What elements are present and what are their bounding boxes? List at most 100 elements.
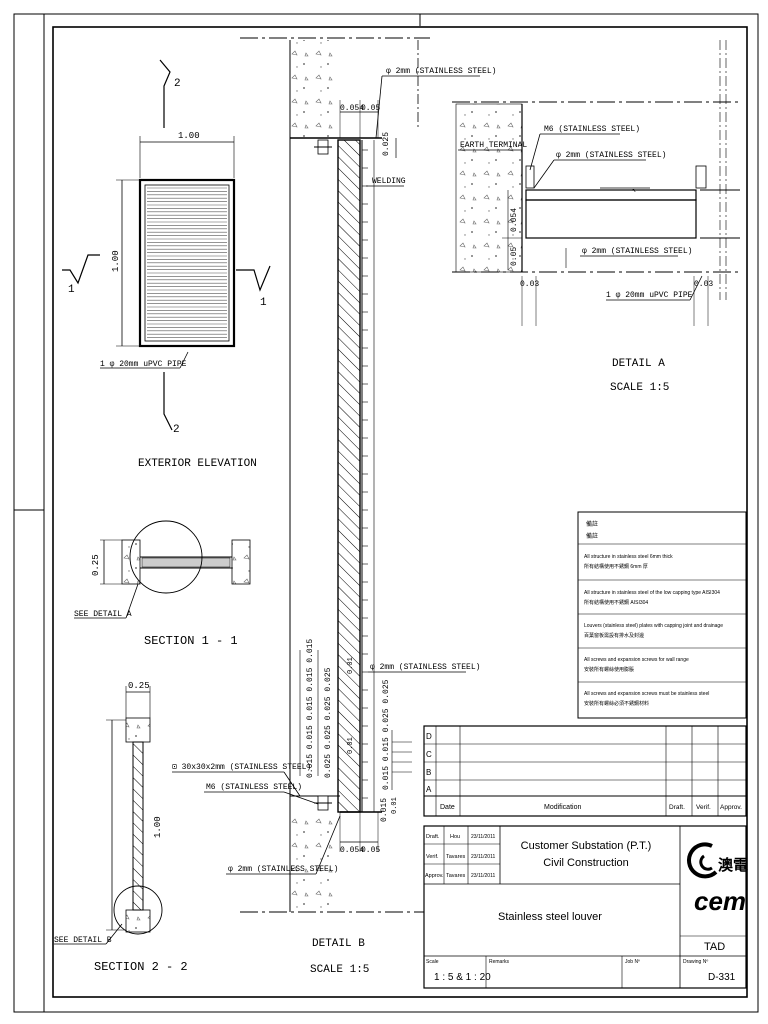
elev-title: EXTERIOR ELEVATION [138, 458, 257, 470]
b-note-m6: M6 (STAINLESS STEEL) [206, 783, 302, 792]
section-1-1: 0.25 SEE DETAIL A SECTION 1 - 1 [74, 520, 251, 648]
detail-b-ticks [362, 149, 368, 799]
a-note-wire-2: φ 2mm (STAINLESS STEEL) [582, 247, 692, 256]
note-4-zh: 安裝所有螺絲使用膨脹 [584, 666, 634, 673]
b-note-bottom-wire: φ 2mm (STAINLESS STEEL) [228, 865, 338, 874]
a-dim-2: 0.05 [510, 247, 519, 266]
section-mark-2-bottom: 2 [173, 424, 180, 436]
role-approv-name: Tavares [446, 873, 466, 879]
sec2-detail-ref: SEE DETAIL B [54, 936, 112, 945]
rev-header-modification: Modification [544, 804, 581, 811]
notes-subtitle: 備註 [586, 532, 598, 540]
notes-box: 備註 備註 All structure in stainless steel 6… [577, 511, 747, 719]
b-dim-small-1: 0.01 [347, 657, 355, 674]
elev-dim-height: 1.00 [111, 250, 121, 272]
scale-value: 1 : 5 & 1 : 20 [434, 972, 491, 983]
a-dim-3: 0.03 [520, 280, 539, 289]
role-approv-date: 23/11/2011 [471, 873, 496, 879]
b-scale: SCALE 1:5 [310, 964, 369, 976]
note-4-en: All screws and expansion screws for wall… [584, 657, 689, 663]
a-dim-4: 0.03 [694, 280, 713, 289]
section-mark-1-left: 1 [68, 284, 75, 296]
note-5-zh: 安裝所有螺絲必須不銹鋼材料 [584, 700, 649, 707]
role-verif-label: Verif. [426, 854, 439, 860]
sheet-border [13, 13, 759, 1013]
notes-title: 備註 [586, 520, 598, 528]
elev-pipe-note: 1 φ 20mm uPVC PIPE [100, 360, 187, 369]
b-dim-bottom-right: 0.015 [380, 798, 389, 822]
sec1-title: SECTION 1 - 1 [144, 634, 238, 648]
rev-header-approv: Approv. [720, 804, 742, 811]
dept-code: TAD [704, 941, 725, 953]
note-2-zh: 所有結構使用不銹鋼 AISI304 [584, 599, 648, 606]
rev-row-c: C [426, 750, 432, 759]
a-note-m6: M6 (STAINLESS STEEL) [544, 125, 640, 134]
role-draft-label: Draft. [426, 834, 440, 840]
b-dim-bot-2: 0.05 [361, 846, 380, 855]
drawing-no-label: Drawing Nº [683, 959, 708, 965]
section-2-2: 0.25 1.00 SEE DETAIL B SECTION 2 - 2 [54, 681, 188, 974]
b-dim-top-3: 0.025 [382, 132, 391, 156]
cem-logo: 澳電 cem [687, 842, 748, 916]
job-label: Job Nº [625, 959, 640, 965]
project-line1: Customer Substation (P.T.) [521, 840, 652, 852]
note-1-zh: 所有結構使用不銹鋼 6mm 厚 [584, 563, 648, 570]
role-draft-date: 23/11/2011 [471, 834, 496, 840]
section-mark-2-top: 2 [174, 78, 181, 90]
elev-dim-width: 1.00 [178, 131, 200, 141]
section-mark-1-right: 1 [260, 297, 267, 309]
role-verif-name: Tavares [446, 854, 466, 860]
b-dim-bot-1: 0.054 [340, 846, 364, 855]
b-dim-bottom-right-2: 0.01 [391, 797, 399, 814]
a-note-wire-1: φ 2mm (STAINLESS STEEL) [556, 151, 666, 160]
a-dim-1: 0.054 [510, 208, 519, 232]
sec1-dim: 0.25 [91, 554, 101, 576]
note-1-en: All structure in stainless steel 6mm thi… [584, 554, 673, 560]
role-draft-name: Hou [450, 834, 460, 840]
b-note-welding: WELDING [372, 177, 406, 186]
rev-header-date: Date [440, 804, 455, 811]
rev-row-a: A [426, 785, 432, 794]
note-2-en: All structure in stainless steel of the … [584, 590, 720, 596]
a-note-pipe: 1 φ 20mm uPVC PIPE [606, 291, 693, 300]
b-chain-right: 0.015 0.015 0.025 0.025 [382, 679, 391, 790]
scale-label: Scale [426, 959, 439, 965]
rev-row-d: D [426, 732, 432, 741]
louver-slats [147, 187, 227, 338]
title-block: Draft. Hou 23/11/2011 Verif. Tavares 23/… [423, 825, 748, 989]
b-note-mid-wire: φ 2mm (STAINLESS STEEL) [370, 663, 480, 672]
revision-table: D C B A Date Modification Draft. Verif. … [423, 725, 747, 817]
b-chain-mid: 0.025 0.025 0.025 0.025 [324, 667, 333, 778]
a-note-earth: EARTH TERMINAL [460, 141, 527, 150]
arrow-glyph: ↖ [632, 187, 636, 195]
b-note-angle: ⊡ 30x30x2mm (STAINLESS STEEL) [172, 763, 311, 772]
role-verif-date: 23/11/2011 [471, 854, 496, 860]
detail-a: ↖ 0.054 0.05 0.03 0.03 M6 (STAINLESS STE… [452, 40, 740, 394]
logo-en: cem [694, 886, 746, 916]
b-dim-top-2: 0.05 [361, 104, 380, 113]
note-5-en: All screws and expansion screws must be … [584, 691, 709, 697]
drawing-no: D-331 [708, 972, 736, 983]
note-3-zh: 百葉窗板需設有排水及封邊 [584, 632, 644, 639]
b-chain-left: 0.015 0.015 0.015 0.015 0.015 [306, 639, 315, 778]
sec2-title: SECTION 2 - 2 [94, 960, 188, 974]
note-3-en: Louvers (stainless steel) plates with ca… [584, 623, 723, 629]
sec1-detail-ref: SEE DETAIL A [74, 610, 132, 619]
role-approv-label: Approv. [425, 873, 444, 879]
remarks-label: Remarks [489, 959, 510, 965]
sec2-dim-top: 0.25 [128, 681, 150, 691]
drawing-title: Stainless steel louver [498, 911, 602, 923]
logo-zh: 澳電 [718, 856, 748, 874]
b-title: DETAIL B [312, 938, 365, 950]
b-dim-small-2: 0.01 [347, 737, 355, 754]
a-scale: SCALE 1:5 [610, 382, 669, 394]
sec2-dim-height: 1.00 [153, 816, 163, 838]
a-title: DETAIL A [612, 358, 665, 370]
detail-b: 0.054 0.05 0.025 φ 2mm (STAINLESS STEEL)… [172, 37, 496, 976]
rev-header-verif: Verif. [696, 804, 711, 811]
b-note-top-wire: φ 2mm (STAINLESS STEEL) [386, 67, 496, 76]
rev-row-b: B [426, 768, 431, 777]
rev-header-draft: Draft. [669, 804, 685, 811]
exterior-elevation: 1.00 1.00 2 2 1 1 1 φ 20mm uPVC PIPE EXT… [62, 59, 271, 470]
